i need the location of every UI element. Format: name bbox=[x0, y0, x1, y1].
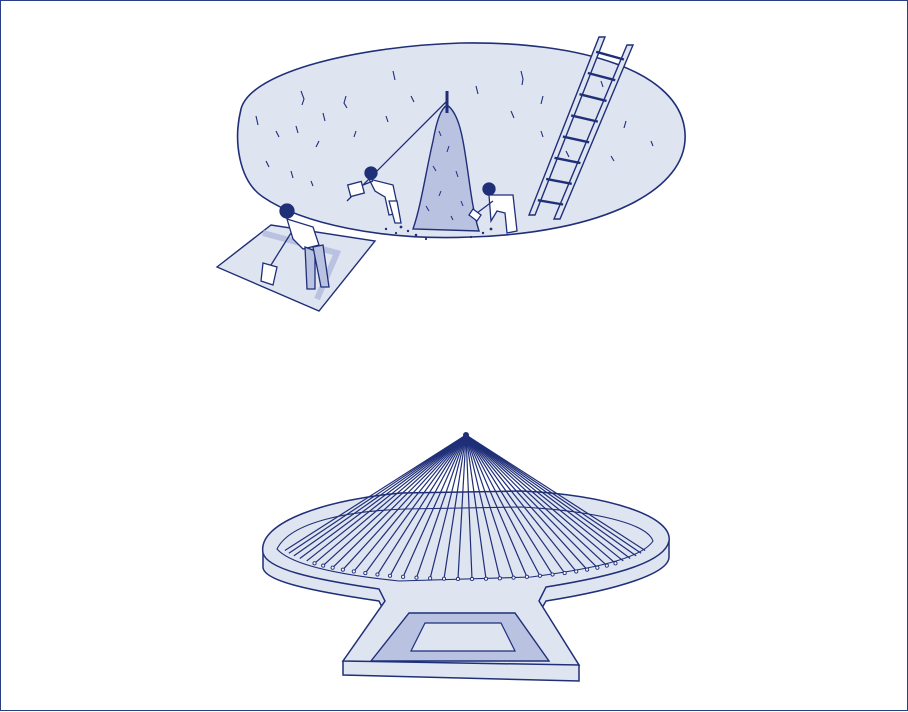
spoke-end bbox=[352, 570, 355, 573]
spoke-end bbox=[470, 577, 473, 580]
spoke-end bbox=[484, 577, 487, 580]
spoke-end bbox=[586, 568, 589, 571]
spoke-end bbox=[415, 576, 418, 579]
spoke-end bbox=[456, 577, 459, 580]
spoke-end bbox=[442, 577, 445, 580]
spoke-end bbox=[376, 573, 379, 576]
spoke-end bbox=[512, 576, 515, 579]
spoke-end bbox=[551, 573, 554, 576]
spoke-end bbox=[322, 564, 325, 567]
spoke-end bbox=[364, 571, 367, 574]
spoke-end bbox=[341, 568, 344, 571]
spoke-end bbox=[429, 577, 432, 580]
spoke-end bbox=[596, 566, 599, 569]
fan-apex bbox=[463, 432, 469, 438]
fan-structure bbox=[263, 432, 670, 681]
spoke-end bbox=[563, 571, 566, 574]
spoke-end bbox=[525, 575, 528, 578]
spoke-end bbox=[538, 574, 541, 577]
spoke-end bbox=[313, 562, 316, 565]
spoke-end bbox=[575, 570, 578, 573]
spoke-end bbox=[498, 577, 501, 580]
spoke-end bbox=[605, 564, 608, 567]
pit-excavation-scene bbox=[217, 37, 685, 311]
spoke-end bbox=[401, 575, 404, 578]
spoke-end bbox=[388, 574, 391, 577]
spoke-end bbox=[331, 566, 334, 569]
central-pit-floor bbox=[411, 623, 515, 651]
spoke-end bbox=[614, 562, 617, 565]
